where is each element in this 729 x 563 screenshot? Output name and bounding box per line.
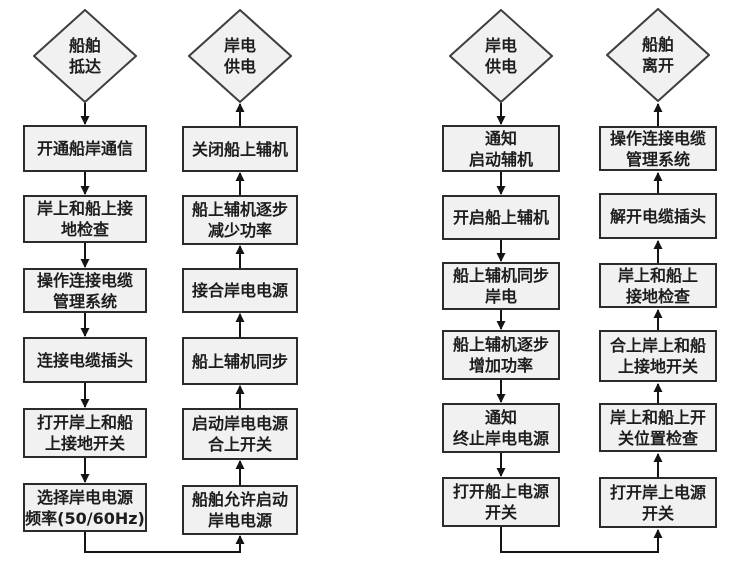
terminal-label: 岸电 供电 xyxy=(223,36,256,76)
diamond-shore-power-supply-right: 岸电 供电 xyxy=(449,9,553,103)
bottom-connector-right xyxy=(500,527,663,553)
step-label: 船上辅机同步 岸电 xyxy=(452,266,549,306)
terminal-label: 船舶 抵达 xyxy=(68,36,101,76)
step-label: 开通船岸通信 xyxy=(36,139,133,158)
step-label: 操作连接电缆 管理系统 xyxy=(609,128,706,169)
terminal-label: 船舶 离开 xyxy=(641,35,674,75)
step-label: 岸上和船上接 地检查 xyxy=(36,199,133,239)
flow-step: 解开电缆插头 xyxy=(599,193,717,239)
flow-step: 打开船上电源 开关 xyxy=(442,477,560,527)
diamond-ship-departure: 船舶 离开 xyxy=(606,8,710,102)
flow-step: 连接电缆插头 xyxy=(23,337,147,383)
step-label: 船舶允许启动 岸电电源 xyxy=(191,490,288,530)
flow-step: 操作连接电缆 管理系统 xyxy=(599,126,717,171)
diamond-ship-arrival: 船舶 抵达 xyxy=(33,9,137,103)
flow-step: 通知 终止岸电电源 xyxy=(442,403,560,453)
flow-step: 打开岸上电源 开关 xyxy=(599,477,717,528)
step-label: 船上辅机逐步 增加功率 xyxy=(452,335,549,375)
flow-step: 开启船上辅机 xyxy=(442,195,560,240)
step-label: 启动岸电电源 合上开关 xyxy=(191,414,288,454)
flow-step: 启动岸电电源 合上开关 xyxy=(182,408,298,460)
step-label: 打开岸上和船 上接地开关 xyxy=(36,413,133,453)
flow-step: 合上岸上和船 上接地开关 xyxy=(599,330,717,382)
step-label: 岸上和船上 接地检查 xyxy=(617,265,698,306)
bottom-connector-left xyxy=(84,532,245,553)
step-label: 开启船上辅机 xyxy=(452,208,549,227)
terminal-label: 岸电 供电 xyxy=(484,36,517,76)
step-label: 通知 终止岸电电源 xyxy=(452,408,549,448)
step-label: 打开岸上电源 开关 xyxy=(609,482,706,523)
step-label: 船上辅机逐步 减少功率 xyxy=(191,200,288,240)
flow-step: 接合岸电电源 xyxy=(182,268,298,313)
step-label: 选择岸电电源 频率(50/60Hz) xyxy=(25,487,145,528)
diamond-shape xyxy=(606,8,710,102)
flow-step: 船舶允许启动 岸电电源 xyxy=(182,485,298,535)
diamond-shape xyxy=(33,9,137,103)
flow-step: 岸上和船上 接地检查 xyxy=(599,263,717,308)
flow-step: 通知 启动辅机 xyxy=(442,125,560,172)
flow-step: 岸上和船上开 关位置检查 xyxy=(599,403,717,452)
step-label: 岸上和船上开 关位置检查 xyxy=(609,407,706,448)
diamond-shore-power-supply-left: 岸电 供电 xyxy=(188,9,292,103)
flow-step: 操作连接电缆 管理系统 xyxy=(23,268,147,313)
flow-step: 选择岸电电源 频率(50/60Hz) xyxy=(23,483,147,532)
diamond-shape xyxy=(188,9,292,103)
step-label: 连接电缆插头 xyxy=(36,350,133,370)
step-label: 合上岸上和船 上接地开关 xyxy=(609,336,706,376)
flow-step: 船上辅机逐步 减少功率 xyxy=(182,195,298,245)
step-label: 通知 启动辅机 xyxy=(468,128,533,169)
step-label: 关闭船上辅机 xyxy=(191,139,288,159)
step-label: 接合岸电电源 xyxy=(191,281,288,300)
flow-step: 船上辅机同步 xyxy=(182,337,298,385)
flow-step: 打开岸上和船 上接地开关 xyxy=(23,408,147,458)
step-label: 操作连接电缆 管理系统 xyxy=(36,270,133,311)
step-label: 船上辅机同步 xyxy=(191,351,288,371)
flow-step: 关闭船上辅机 xyxy=(182,126,298,172)
diamond-shape xyxy=(449,9,553,103)
step-label: 打开船上电源 开关 xyxy=(452,482,549,522)
flow-step: 开通船岸通信 xyxy=(23,125,147,172)
flow-step: 船上辅机同步 岸电 xyxy=(442,262,560,310)
flow-step: 岸上和船上接 地检查 xyxy=(23,195,147,243)
step-label: 解开电缆插头 xyxy=(609,206,706,226)
flow-step: 船上辅机逐步 增加功率 xyxy=(442,330,560,380)
